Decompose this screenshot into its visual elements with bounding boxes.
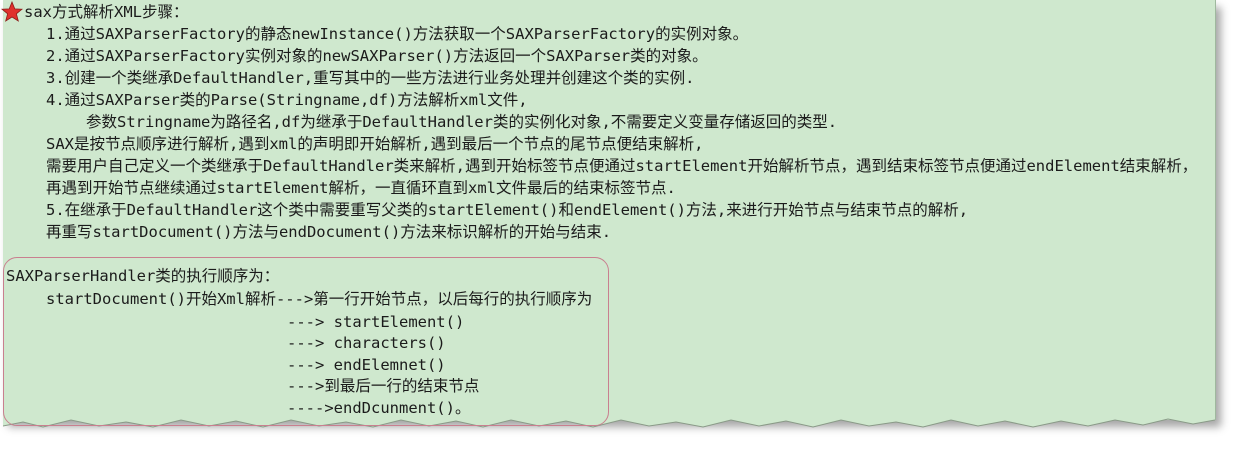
step-2: 2.通过SAXParserFactory实例对象的newSAXParser()方… <box>46 47 708 65</box>
handler-highlight-box <box>3 257 609 426</box>
handler-line-last-node: --->到最后一行的结束节点 <box>287 377 480 395</box>
page-title: sax方式解析XML步骤： <box>24 3 189 21</box>
handler-line-end-element: ---> endElemnet() <box>287 356 446 374</box>
star-icon <box>1 1 23 22</box>
sax-explanation-2: 需要用户自己定义一个类继承于DefaultHandler类来解析,遇到开始标签节… <box>46 157 1198 175</box>
note-panel <box>3 0 1216 420</box>
step-1: 1.通过SAXParserFactory的静态newInstance()方法获取… <box>46 25 749 43</box>
step-5-detail: 再重写startDocument()方法与endDocument()方法来标识解… <box>46 223 612 241</box>
sax-explanation-1: SAX是按节点顺序进行解析,遇到xml的声明即开始解析,遇到最后一个节点的尾节点… <box>46 135 704 153</box>
handler-line-start-element: ---> startElement() <box>287 313 465 331</box>
handler-line-end-document: ---->endDcunment()。 <box>287 399 471 417</box>
handler-line-characters: ---> characters() <box>287 334 446 352</box>
step-4: 4.通过SAXParser类的Parse(Stringname,df)方法解析x… <box>46 91 528 109</box>
step-3: 3.创建一个类继承DefaultHandler,重写其中的一些方法进行业务处理并… <box>46 69 695 87</box>
handler-line-start-document: startDocument()开始Xml解析--->第一行开始节点，以后每行的执… <box>46 290 593 308</box>
handler-heading: SAXParserHandler类的执行顺序为： <box>6 267 280 285</box>
step-4-detail: 参数Stringname为路径名,df为继承于DefaultHandler类的实… <box>86 113 838 131</box>
torn-edge <box>3 414 1215 428</box>
step-5: 5.在继承于DefaultHandler这个类中需要重写父类的startElem… <box>46 201 969 219</box>
sax-explanation-3: 再遇到开始节点继续通过startElement解析，一直循环直到xml文件最后的… <box>46 179 676 197</box>
